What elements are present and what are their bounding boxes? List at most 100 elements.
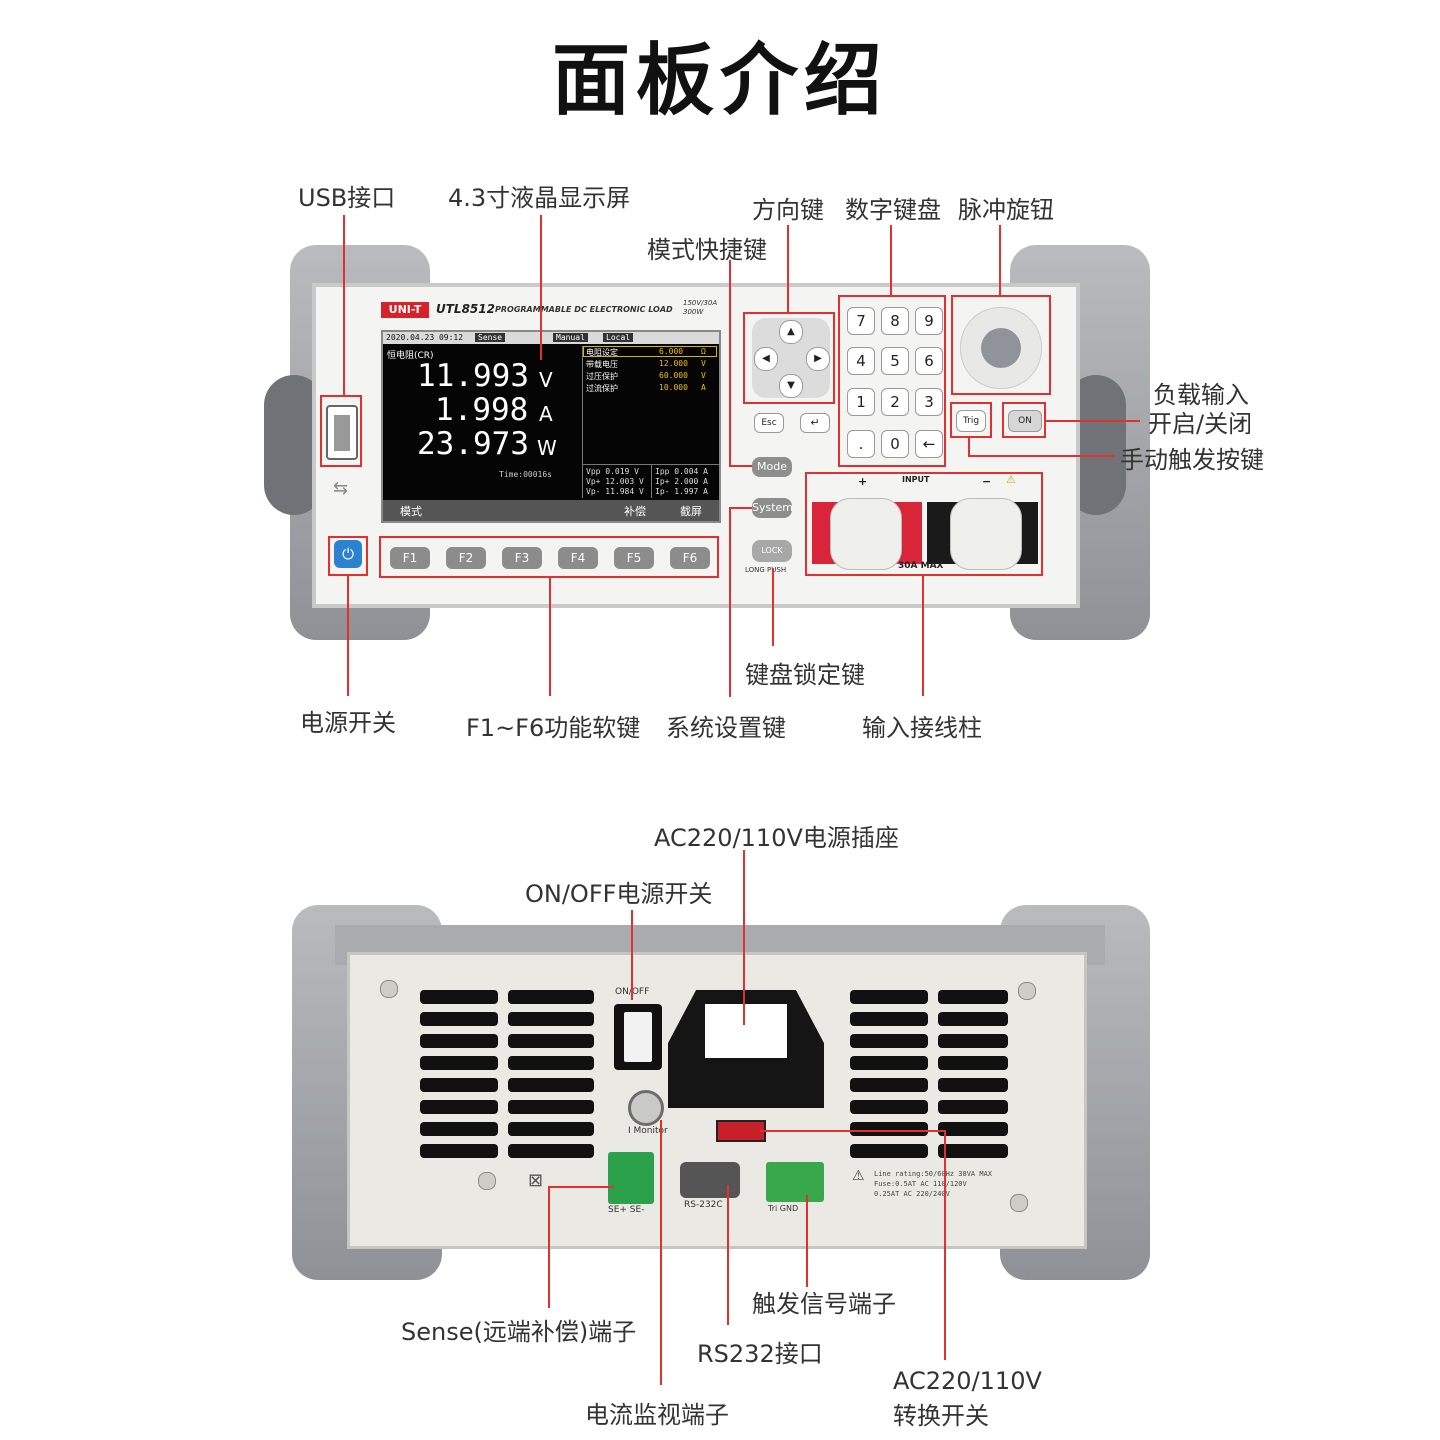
stat-i: Ip- 1.997 A [655,487,708,496]
key-0[interactable]: 0 [881,430,909,458]
negative-terminal[interactable] [950,498,1022,570]
voltage-unit: V [539,368,553,392]
param-value: 10.000 [659,383,688,392]
f6-button[interactable]: F6 [670,547,710,569]
warning-icon: ⚠ [1006,473,1016,486]
arrow-down-icon: ▼ [787,380,795,391]
status-local: Local [603,333,634,342]
label-load-input-1: 负载输入 [1153,381,1249,409]
key-7[interactable]: 7 [847,307,875,335]
arrow-right-icon: ▶ [814,353,822,364]
rs232-port[interactable] [680,1162,740,1198]
label-ac-switch-2: 转换开关 [893,1402,989,1430]
current-unit: A [539,402,553,426]
key-6[interactable]: 6 [915,347,943,375]
rating-line2: Fuse:0.5AT AC 110/120V [874,1180,967,1188]
f3-button[interactable]: F3 [502,547,542,569]
power-icon: ⏻ [342,545,354,563]
label-rs232: RS232接口 [697,1340,823,1368]
usb-highlight [320,395,362,467]
input-terminals-highlight [805,472,1043,576]
label-usb: USB接口 [298,184,396,212]
arrow-up-button[interactable]: ▲ [779,320,803,344]
voltage-selector-switch[interactable] [716,1120,766,1142]
power-unit: W [537,436,557,460]
key-1[interactable]: 1 [847,388,875,416]
arrow-up-icon: ▲ [787,326,795,337]
system-button[interactable]: System [752,498,793,518]
label-onoff-switch: ON/OFF电源开关 [525,880,713,908]
trigger-terminal[interactable] [766,1162,824,1202]
direction-keys-highlight [743,312,835,404]
status-date: 2020.04.23 09:12 [386,333,464,342]
enter-button[interactable]: ↵ [800,413,830,433]
stat-v: Vpp 0.019 V [586,467,639,476]
minus-label: − [982,475,992,488]
f1-button[interactable]: F1 [390,547,430,569]
rating-line3: 0.25AT AC 220/240V [874,1190,950,1198]
f4-button[interactable]: F4 [558,547,598,569]
label-mode-shortcut: 模式快捷键 [647,236,767,264]
power-button[interactable]: ⏻ [334,540,362,568]
stat-i: Ip+ 2.000 A [655,477,708,486]
key-8[interactable]: 8 [881,307,909,335]
usb-icon: ⇆ [333,478,349,499]
spec-line1: 150V/30A [683,299,718,307]
f5-button[interactable]: F5 [614,547,654,569]
param-value: 60.000 [659,371,688,380]
esc-button[interactable]: Esc [754,413,784,433]
brand-logo: UNI-T [381,302,429,318]
positive-terminal[interactable] [830,498,902,570]
numeric-keypad-highlight [838,295,946,467]
label-numeric-keypad: 数字键盘 [845,196,941,224]
arrow-left-button[interactable]: ◀ [754,347,778,371]
arrow-down-button[interactable]: ▼ [779,374,803,398]
key-2[interactable]: 2 [881,388,909,416]
key-dot[interactable]: . [847,430,875,458]
screw-icon [1018,982,1036,1000]
weee-icon: ⊠ [528,1170,544,1191]
arrow-right-button[interactable]: ▶ [806,347,830,371]
label-ac-socket: AC220/110V电源插座 [654,824,899,852]
screw-icon [478,1172,496,1190]
param-unit: V [701,359,706,368]
pulse-knob[interactable] [960,307,1042,389]
param-highlight [583,346,717,357]
key-5[interactable]: 5 [881,347,909,375]
param-unit: Ω [701,347,706,356]
arrow-left-icon: ◀ [762,353,770,364]
voltage-reading: 11.993 [417,358,529,394]
screw-icon [1010,1194,1028,1212]
stat-v: Vp+ 12.003 V [586,477,644,486]
label-keypad-lock: 键盘锁定键 [745,661,865,689]
on-highlight [1002,402,1046,438]
usb-port[interactable] [326,405,358,460]
key-9[interactable]: 9 [915,307,943,335]
key-3[interactable]: 3 [915,388,943,416]
param-name: 电阻设定 [586,348,618,357]
lock-button[interactable]: LOCK [752,540,792,562]
on-button[interactable]: ON [1008,410,1042,432]
stat-v: Vp- 11.984 V [586,487,644,496]
warning-icon: ⚠ [852,1168,865,1184]
key-4[interactable]: 4 [847,347,875,375]
label-manual-trigger: 手动触发按键 [1120,446,1264,474]
onoff-switch[interactable] [614,1004,662,1070]
i-monitor-print: I Monitor [628,1126,668,1136]
sense-terminal[interactable] [608,1152,654,1204]
label-input-terminals: 输入接线柱 [862,714,982,742]
key-backspace[interactable]: ← [915,430,943,458]
param-unit: A [701,383,706,392]
label-pulse-knob: 脉冲旋钮 [958,196,1054,224]
i-monitor-connector[interactable] [628,1090,664,1126]
f2-button[interactable]: F2 [446,547,486,569]
mode-label: 恒电阻(CR) [387,351,434,361]
label-trigger: 触发信号端子 [752,1290,896,1318]
max-current-label: 30A MAX [898,561,944,571]
label-sense: Sense(远端补偿)端子 [401,1318,637,1346]
label-direction-keys: 方向键 [752,196,824,224]
mode-button[interactable]: Mode [752,457,792,477]
current-reading: 1.998 [435,392,529,428]
trig-button[interactable]: Trig [956,410,986,432]
param-name: 带载电压 [586,360,618,369]
